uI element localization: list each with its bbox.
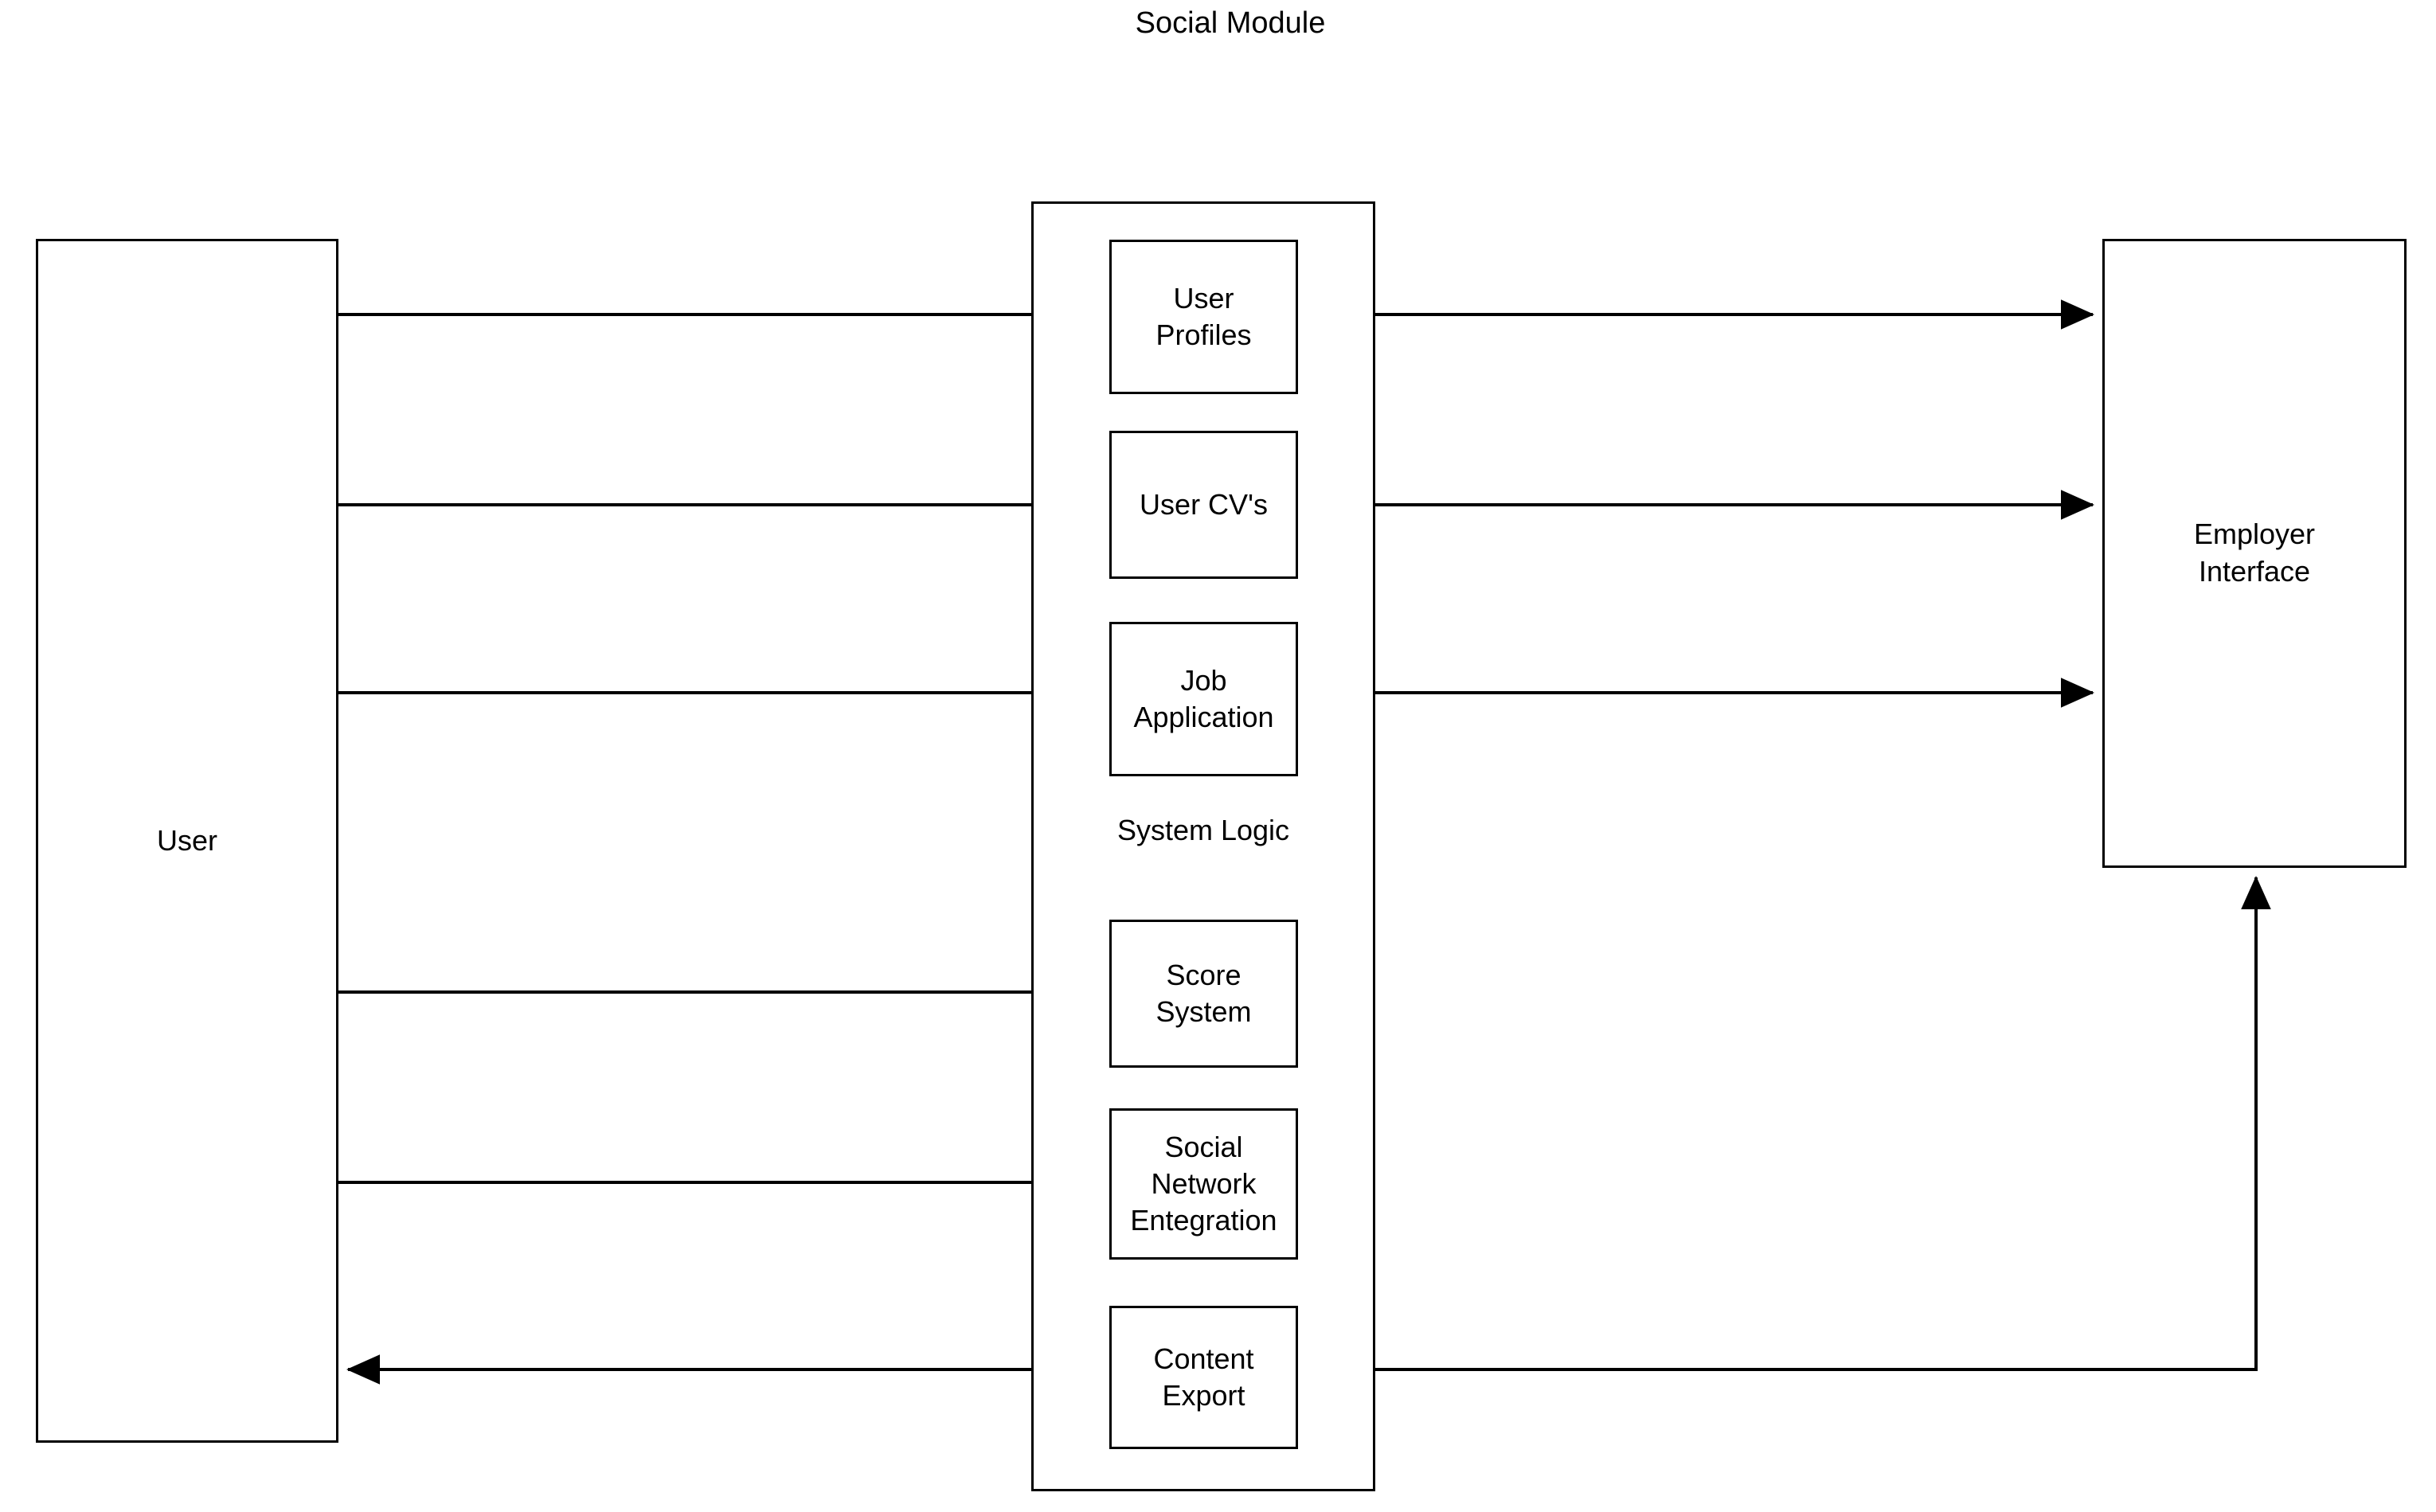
system-logic-label: System Logic [1116,814,1290,846]
module-content-export-label: Content Export [1153,1342,1254,1412]
module-user-profiles[interactable]: User Profiles [1109,240,1298,394]
module-user-profiles-label: User Profiles [1155,281,1252,351]
edge-content-export-to-employer [1298,876,2271,1371]
diagram-title: Social Module [1135,6,1326,40]
module-social-network-entegration[interactable]: Social Network Entegration [1109,1108,1298,1260]
module-job-application[interactable]: Job Application [1109,622,1298,776]
module-score-system[interactable]: Score System [1109,920,1298,1068]
module-social-network-entegration-label: Social Network Entegration [1130,1130,1277,1237]
module-score-system-label: Score System [1155,958,1252,1028]
module-user-cvs[interactable]: User CV's [1109,431,1298,579]
actor-user-box[interactable]: User [36,239,338,1443]
module-job-application-label: Job Application [1133,663,1274,733]
social-module-container [1031,201,1375,1491]
module-content-export[interactable]: Content Export [1109,1306,1298,1449]
module-user-cvs-label: User CV's [1140,487,1268,521]
actor-user-label: User [156,823,217,857]
